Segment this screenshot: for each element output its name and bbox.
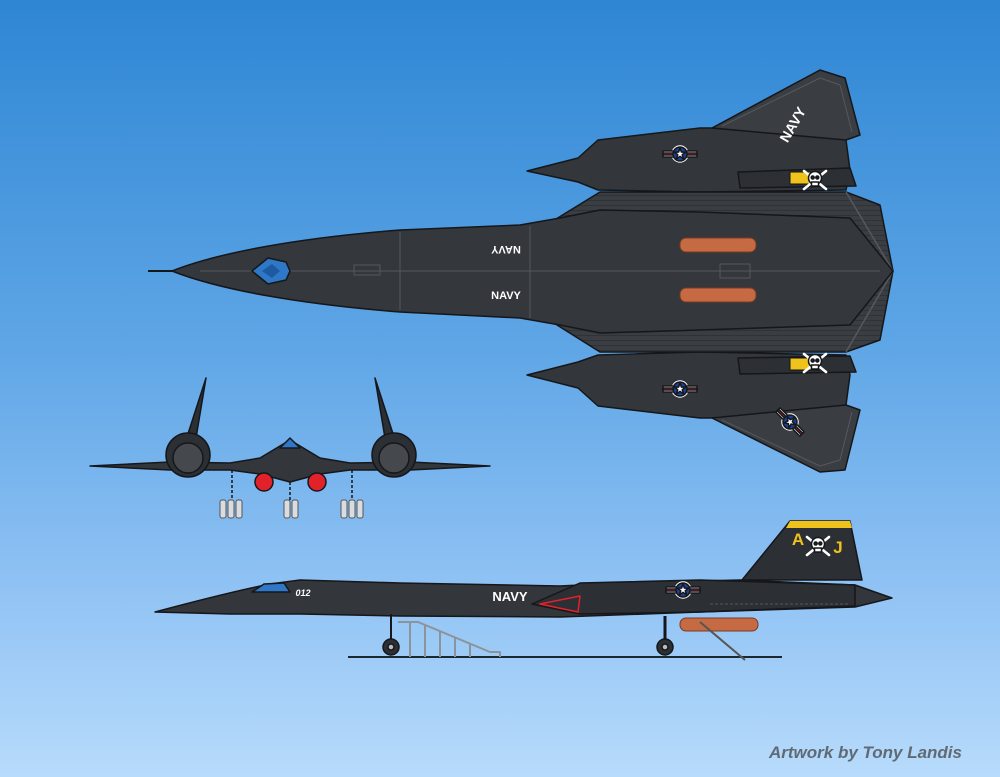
wheel-icon [219,499,227,519]
front-pod-left [254,472,274,492]
tail-code-left: A [792,530,804,549]
top-tank-lower [679,287,757,303]
nose-number: 012 [295,588,310,598]
wheel-icon [227,499,235,519]
front-fin-left [185,377,207,441]
boarding-ladder [398,621,501,657]
side-nacelle [531,579,856,615]
navy-label-top-1: NAVY [490,243,520,255]
tail-code-right: J [833,538,842,557]
wheel-icon [340,499,348,519]
top-outer-wing-upper [711,69,861,141]
front-pod-right [307,472,327,492]
top-view [148,69,894,473]
wheel-icon [291,499,299,519]
navy-label-side: NAVY [492,589,527,604]
side-tank [679,617,759,632]
wheel-icon [348,499,356,519]
wheel-icon [235,499,243,519]
navy-label-top-2: NAVY [491,290,521,302]
side-view [154,520,893,661]
wheel-icon [356,499,364,519]
front-wing [89,439,491,483]
top-tank-upper [679,237,757,253]
top-outer-wing-lower [711,404,861,473]
artist-credit: Artwork by Tony Landis [768,743,962,762]
front-canopy [279,437,301,449]
side-tail-stripe [786,521,852,528]
front-fin-right [374,377,396,441]
wheel-icon [283,499,291,519]
front-view [89,377,491,519]
side-canopy [251,582,291,593]
